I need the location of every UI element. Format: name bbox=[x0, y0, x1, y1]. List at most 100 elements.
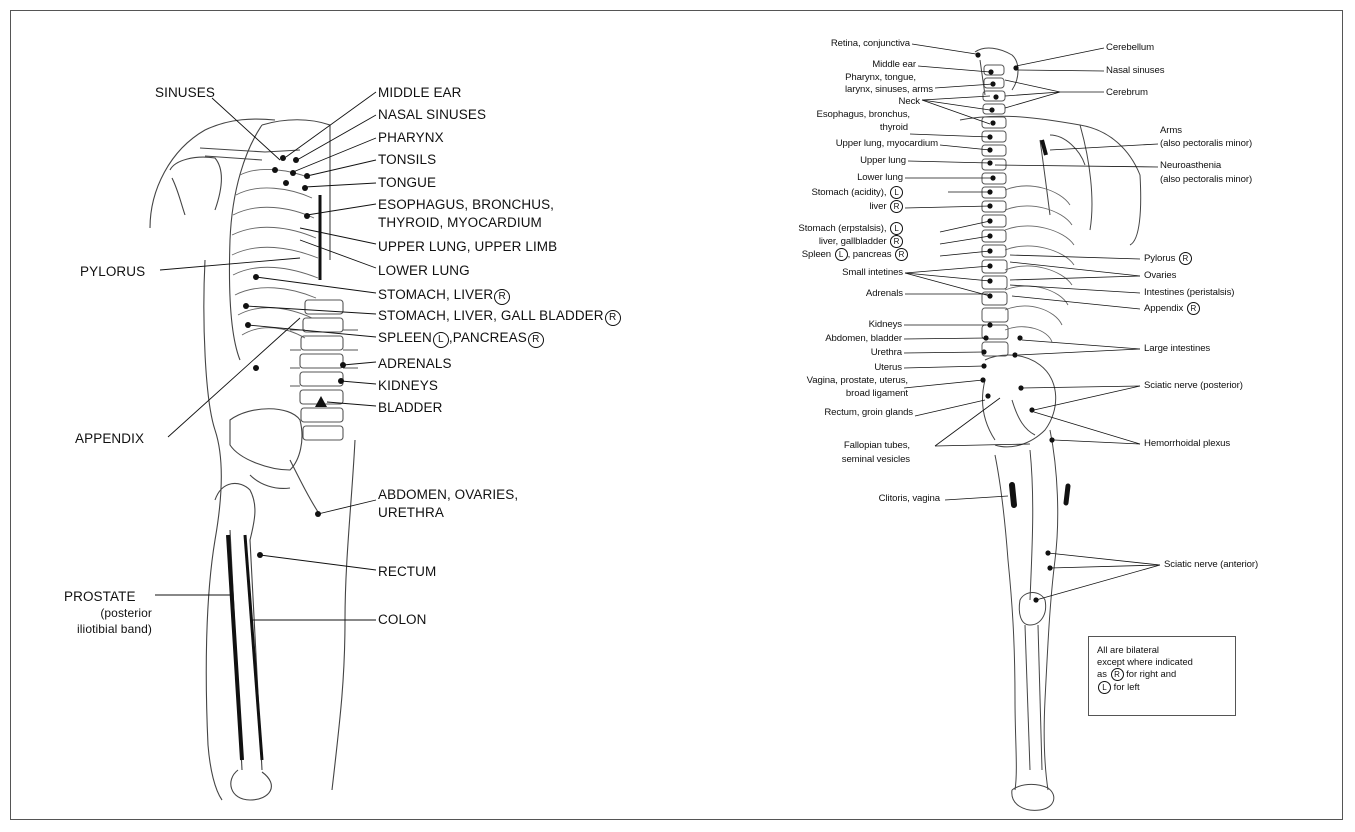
label-upper-lung-p: Upper lung bbox=[760, 155, 906, 166]
label-kidneys-p: Kidneys bbox=[740, 319, 902, 330]
label-liver-r: liver R bbox=[740, 200, 903, 213]
label-pharynx: PHARYNX bbox=[378, 130, 444, 146]
label-fallopian-2: seminal vesicles bbox=[720, 454, 910, 465]
right-marker: R bbox=[890, 200, 903, 213]
label-stomach-liver-text: STOMACH, LIVER bbox=[378, 287, 493, 302]
right-marker: R bbox=[1111, 668, 1124, 681]
label-stomach-peristalsis-text: Stomach (erpstalsis), bbox=[798, 223, 886, 234]
label-nasal-sinuses-p: Nasal sinuses bbox=[1106, 65, 1164, 76]
label-retina: Retina, conjunctiva bbox=[760, 38, 910, 49]
label-fallopian-1: Fallopian tubes, bbox=[720, 440, 910, 451]
label-pharynx-p2: larynx, sinuses, arms bbox=[760, 84, 933, 95]
label-urethra-p: Urethra bbox=[740, 347, 902, 358]
label-rectum: RECTUM bbox=[378, 564, 436, 580]
left-marker: L bbox=[835, 248, 848, 261]
label-esophagus-2: THYROID, MYOCARDIUM bbox=[378, 215, 542, 231]
left-marker: L bbox=[433, 332, 449, 348]
label-nasal-sinuses: NASAL SINUSES bbox=[378, 107, 486, 123]
label-large-intestines: Large intestines bbox=[1144, 343, 1210, 354]
label-upper-lung-myo: Upper lung, myocardium bbox=[740, 138, 938, 149]
label-vagina-1: Vagina, prostate, uterus, bbox=[720, 375, 908, 386]
label-liver-text: liver bbox=[869, 201, 886, 212]
note-line-2: except where indicated bbox=[1097, 656, 1227, 668]
label-clitoris: Clitoris, vagina bbox=[720, 493, 940, 504]
label-appendix-p-text: Appendix bbox=[1144, 303, 1183, 314]
label-pancreas-text: ,PANCREAS bbox=[449, 330, 527, 345]
right-marker: R bbox=[1187, 302, 1200, 315]
label-rectum-p: Rectum, groin glands bbox=[720, 407, 913, 418]
label-esophagus-p1: Esophagus, bronchus, bbox=[760, 109, 910, 120]
left-marker: L bbox=[890, 222, 903, 235]
label-kidneys: KIDNEYS bbox=[378, 378, 438, 394]
label-appendix-p: Appendix R bbox=[1144, 302, 1200, 315]
label-sciatic-posterior: Sciatic nerve (posterior) bbox=[1144, 380, 1243, 391]
label-adrenals-p: Adrenals bbox=[740, 288, 903, 299]
label-arms-2: (also pectoralis minor) bbox=[1160, 138, 1252, 149]
label-adrenals: ADRENALS bbox=[378, 356, 452, 372]
label-liver-gallbladder-text: liver, gallbladder bbox=[819, 236, 887, 247]
label-esophagus-p2: thyroid bbox=[760, 122, 908, 133]
label-liver-gallbladder: liver, gallbladder R bbox=[720, 235, 903, 248]
anterior-figure bbox=[150, 119, 358, 800]
right-marker: R bbox=[494, 289, 510, 305]
label-pylorus-p-text: Pylorus bbox=[1144, 253, 1175, 264]
label-spleen-pancreas-p: Spleen L, pancreas R bbox=[720, 248, 908, 261]
label-ovaries: Ovaries bbox=[1144, 270, 1176, 281]
right-marker: R bbox=[605, 310, 621, 326]
label-prostate-3: iliotibial band) bbox=[40, 623, 152, 637]
label-appendix: APPENDIX bbox=[75, 431, 144, 447]
label-uterus: Uterus bbox=[740, 362, 902, 373]
label-stomach-liver-gall-text: STOMACH, LIVER, GALL BLADDER bbox=[378, 308, 604, 323]
label-neck: Neck bbox=[760, 96, 920, 107]
note-for-left: for left bbox=[1114, 681, 1140, 692]
note-for-right: for right and bbox=[1126, 668, 1176, 679]
label-spleen-p-text: Spleen bbox=[802, 249, 831, 260]
label-abdomen-bladder: Abdomen, bladder bbox=[740, 333, 902, 344]
left-marker: L bbox=[890, 186, 903, 199]
label-pylorus-p: Pylorus R bbox=[1144, 252, 1192, 265]
label-middle-ear: MIDDLE EAR bbox=[378, 85, 462, 101]
label-lower-lung-p: Lower lung bbox=[760, 172, 903, 183]
legend-note: All are bilateral except where indicated… bbox=[1088, 636, 1236, 716]
label-neuro-2: (also pectoralis minor) bbox=[1160, 174, 1252, 185]
label-tonsils: TONSILS bbox=[378, 152, 436, 168]
label-neuro-1: Neuroasthenia bbox=[1160, 160, 1221, 171]
label-spleen-text: SPLEEN bbox=[378, 330, 432, 345]
label-cerebrum: Cerebrum bbox=[1106, 87, 1148, 98]
label-small-intestines: Small intetines bbox=[740, 267, 903, 278]
right-marker: R bbox=[895, 248, 908, 261]
label-lower-lung: LOWER LUNG bbox=[378, 263, 470, 279]
label-abdomen-2: URETHRA bbox=[378, 505, 444, 521]
label-sciatic-anterior: Sciatic nerve (anterior) bbox=[1164, 559, 1258, 570]
right-marker: R bbox=[528, 332, 544, 348]
label-vagina-2: broad ligament bbox=[720, 388, 908, 399]
label-tongue: TONGUE bbox=[378, 175, 436, 191]
label-upper-lung: UPPER LUNG, UPPER LIMB bbox=[378, 239, 557, 255]
label-pharynx-p1: Pharynx, tongue, bbox=[760, 72, 916, 83]
label-stomach-acidity-text: Stomach (acidity), bbox=[811, 187, 886, 198]
label-abdomen-1: ABDOMEN, OVARIES, bbox=[378, 487, 518, 503]
label-cerebellum: Cerebellum bbox=[1106, 42, 1154, 53]
posterior-leaders bbox=[904, 44, 1160, 600]
note-as: as bbox=[1097, 668, 1107, 679]
note-line-1: All are bilateral bbox=[1097, 644, 1227, 656]
label-colon: COLON bbox=[378, 612, 427, 628]
note-line-3: as R for right and bbox=[1097, 668, 1227, 681]
label-pancreas-p-text: , pancreas bbox=[848, 249, 892, 260]
label-prostate-1: PROSTATE bbox=[64, 589, 136, 605]
left-marker: L bbox=[1098, 681, 1111, 694]
label-prostate-2: (posterior bbox=[60, 607, 152, 621]
label-bladder: BLADDER bbox=[378, 400, 442, 416]
label-stomach-peristalsis: Stomach (erpstalsis), L bbox=[720, 222, 903, 235]
right-marker: R bbox=[890, 235, 903, 248]
label-hemorrhoidal: Hemorrhoidal plexus bbox=[1144, 438, 1230, 449]
label-arms-1: Arms bbox=[1160, 125, 1182, 136]
label-intestines: Intestines (peristalsis) bbox=[1144, 287, 1234, 298]
note-line-4: L for left bbox=[1097, 681, 1227, 694]
label-esophagus-1: ESOPHAGUS, BRONCHUS, bbox=[378, 197, 554, 213]
right-marker: R bbox=[1179, 252, 1192, 265]
label-sinuses: SINUSES bbox=[155, 85, 215, 101]
